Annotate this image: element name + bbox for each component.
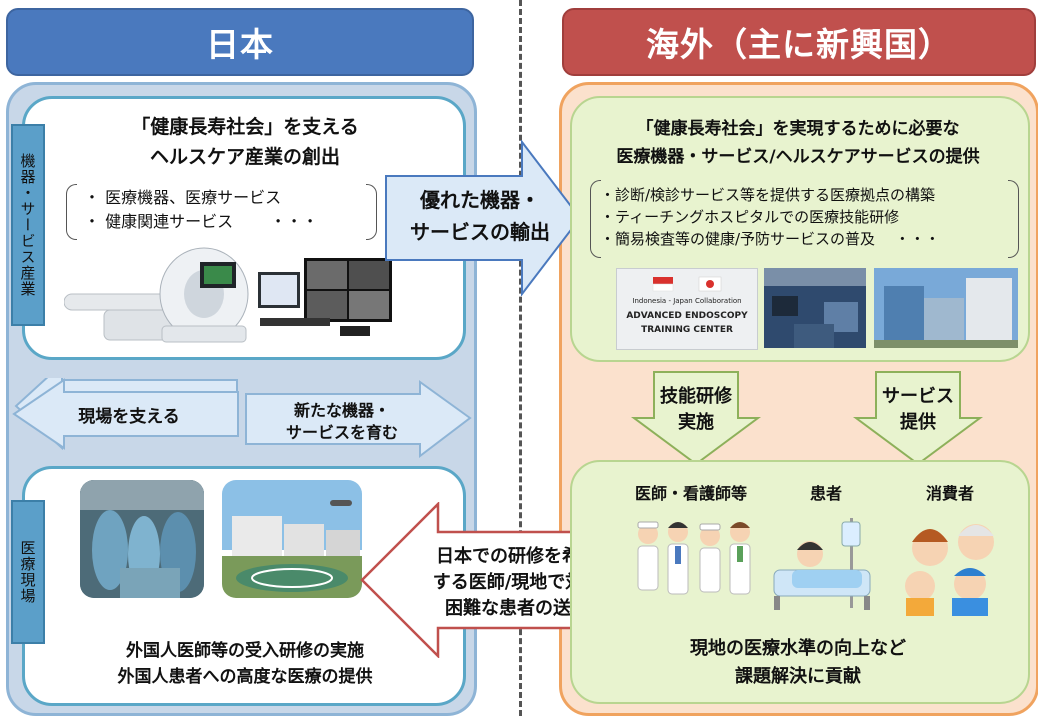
bottom-text-2: 課題解決に貢献: [735, 666, 861, 687]
overseas-bullet-1: ・診断/検診サービス等を提供する医療拠点の構築: [600, 186, 936, 204]
return-arrow-text-1: 日本での研修を希望: [436, 546, 598, 567]
label-doctors-nurses: 医師・看護師等: [634, 484, 747, 503]
arrow-support-field-shape: [12, 378, 239, 450]
surgery-photo: [80, 480, 204, 598]
doctors-nurses-illustration: [632, 512, 760, 612]
consumers-illustration: [892, 512, 1020, 616]
field-label: 医療現場: [11, 500, 45, 644]
hospital-heliport-photo: [222, 480, 362, 598]
industry-title-2: ヘルスケア産業の創出: [149, 146, 340, 168]
sign-text-3: TRAINING CENTER: [641, 325, 733, 335]
return-arrow-text-2: する医師/現地で対応: [432, 572, 602, 593]
training-center-sign: Indonesia - Japan Collaboration ADVANCED…: [616, 268, 758, 350]
export-arrow-shape: [385, 140, 582, 296]
patient-illustration: [770, 514, 880, 614]
overseas-title-2: 医療機器・サービス/ヘルスケアサービスの提供: [616, 147, 980, 167]
arrow-training-text-2: 実施: [678, 412, 714, 433]
sign-text-2: ADVANCED ENDOSCOPY: [626, 311, 748, 321]
hospital-building-photo: [874, 268, 1018, 348]
arrow-support-field-text: 現場を支える: [78, 407, 180, 427]
arrow-foster-services-text-1: 新たな機器・: [293, 401, 390, 420]
japan-header-text: 日本: [206, 25, 274, 64]
return-arrow-text-3: 困難な患者の送出: [445, 598, 589, 619]
industry-bullets-bracket-left: [66, 184, 77, 240]
overseas-header: 海外（主に新興国）: [562, 8, 1036, 76]
arrow-training-text-1: 技能研修: [660, 386, 732, 407]
training-room-photo: [764, 268, 866, 348]
industry-bullet-2: ・ 健康関連サービス ・・・: [84, 212, 319, 231]
arrow-foster-services-text-2: サービスを育む: [285, 423, 398, 442]
industry-bullet-1: ・ 医療機器、医療サービス: [84, 188, 282, 207]
label-consumers: 消費者: [925, 484, 974, 503]
arrow-training-shape: [630, 371, 762, 466]
workstation-image: [200, 258, 392, 342]
center-divider: [519, 0, 522, 716]
industry-bullets-bracket-right: [366, 184, 377, 240]
overseas-title-1: 「健康長寿社会」を実現するために必要な: [636, 119, 960, 139]
overseas-header-text: 海外（主に新興国）: [646, 25, 952, 64]
industry-label: 機器・サービス産業: [11, 124, 45, 326]
arrow-service-shape: [852, 371, 984, 466]
arrow-service-text-2: 提供: [900, 412, 936, 433]
industry-title-1: 「健康長寿社会」を支える: [131, 116, 359, 138]
arrow-service-text-1: サービス: [882, 386, 954, 407]
overseas-bullets-bracket-right: [1008, 180, 1019, 258]
arrow-foster-services-shape: [245, 380, 472, 458]
label-patients: 患者: [809, 484, 842, 503]
field-text-2: 外国人患者への高度な医療の提供: [117, 667, 373, 687]
bottom-text-1: 現地の医療水準の向上など: [690, 638, 906, 659]
overseas-bullet-3: ・簡易検査等の健康/予防サービスの普及 ・・・: [600, 230, 940, 248]
export-arrow-text-2: サービスの輸出: [410, 220, 550, 244]
japan-header: 日本: [6, 8, 474, 76]
export-arrow-text-1: 優れた機器・: [420, 188, 540, 212]
overseas-bullet-2: ・ティーチングホスピタルでの医療技能研修: [600, 208, 900, 226]
field-text-1: 外国人医師等の受入研修の実施: [126, 641, 364, 661]
sign-text-1: Indonesia - Japan Collaboration: [632, 297, 742, 305]
